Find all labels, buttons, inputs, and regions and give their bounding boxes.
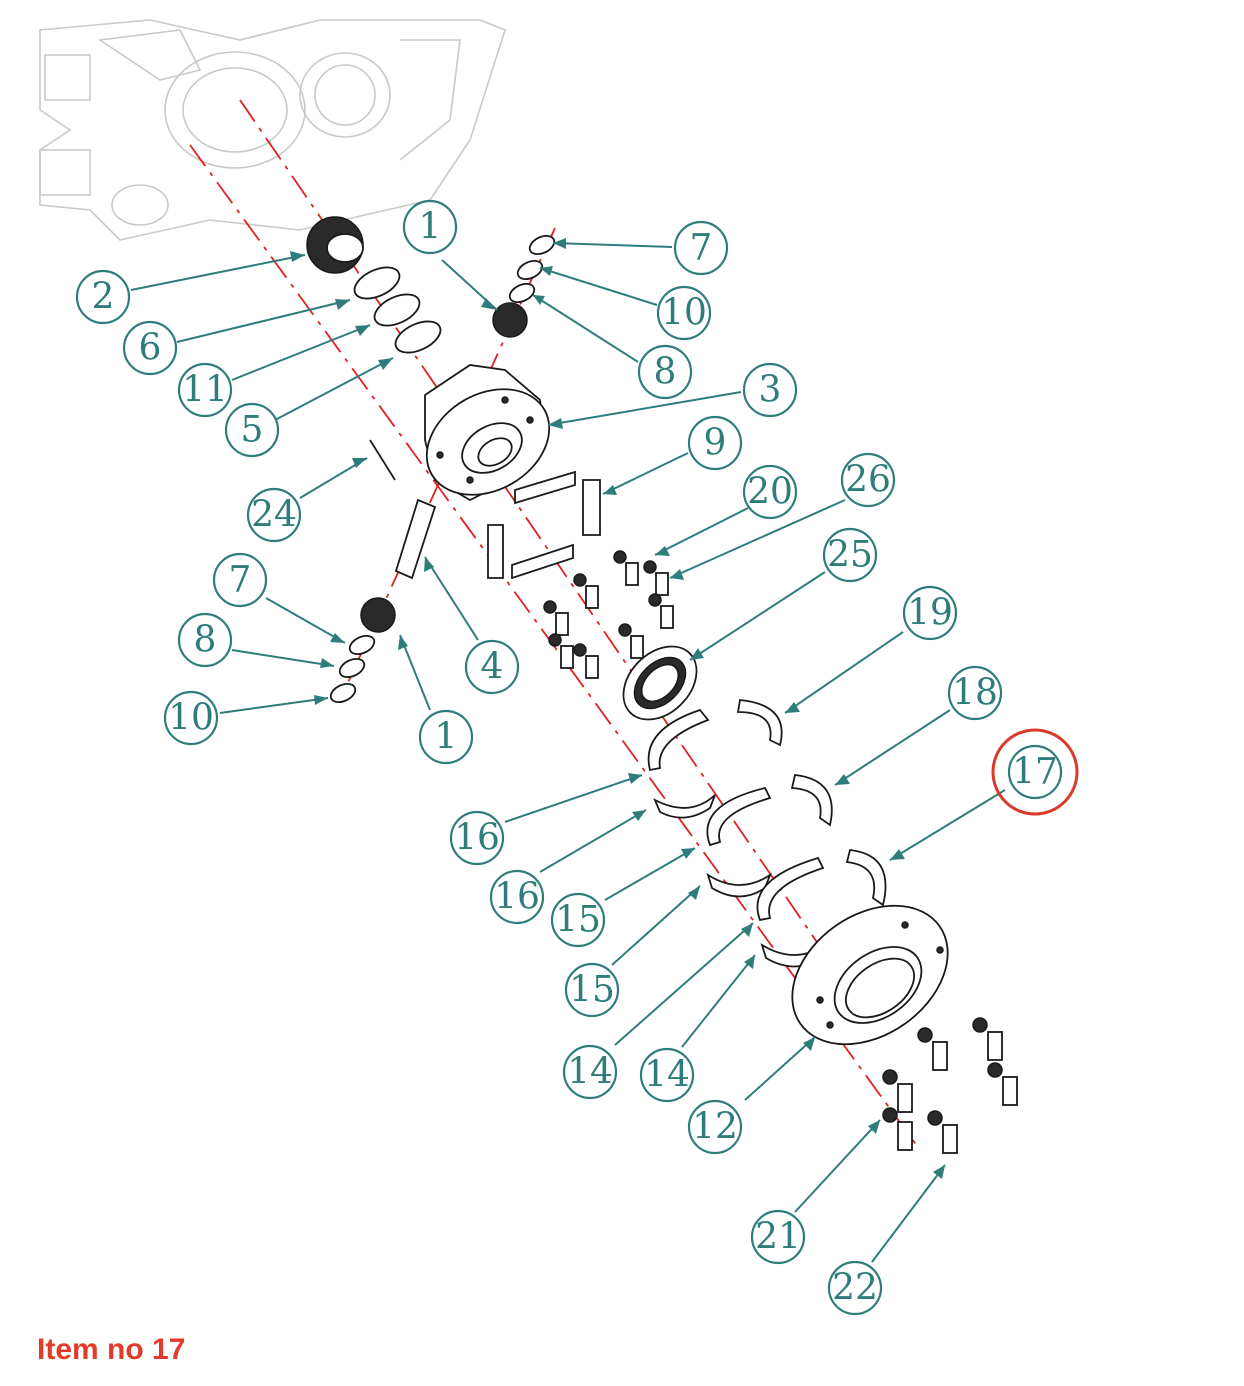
balloon-26: 26 [840,452,896,508]
split-rings [647,699,887,968]
balloon-24: 24 [246,487,302,543]
washer-item-6 [353,266,401,300]
svg-text:16: 16 [494,877,540,918]
svg-text:25: 25 [827,535,873,576]
balloon-7-lower: 7 [212,552,268,608]
svg-text:22: 22 [832,1268,878,1309]
washer-item-10-lower [329,683,357,703]
svg-text:2: 2 [92,277,115,318]
leader-arrowheads [290,238,945,1179]
balloon-15a: 15 [550,892,606,948]
balloon-6: 6 [122,320,178,376]
ring-item-19 [736,699,783,747]
balloon-1-lower: 1 [418,709,474,765]
svg-text:3: 3 [759,370,782,411]
svg-text:24: 24 [251,495,297,536]
bearing-item-25 [622,645,698,721]
balloon-11: 11 [177,362,233,418]
washer-item-11 [373,293,421,327]
svg-text:18: 18 [952,673,998,714]
balloon-5: 5 [224,402,280,458]
balloon-10-lower: 10 [163,690,219,746]
svg-text:14: 14 [567,1052,613,1093]
ring-item-15b [706,872,772,898]
svg-text:6: 6 [139,328,162,369]
parts [306,216,1018,1154]
washer-item-8-lower [338,658,366,678]
ring-item-16b [653,794,716,819]
balloon-9: 9 [687,415,743,471]
balloon-14b: 14 [639,1047,695,1103]
svg-text:8: 8 [654,352,677,393]
gear-item-2 [306,216,364,274]
balloon-3: 3 [742,362,798,418]
balloon-8-lower: 8 [177,612,233,668]
balloon-1-upper: 1 [402,199,458,255]
shaft-item-4 [394,498,437,580]
svg-text:10: 10 [168,698,214,739]
svg-text:26: 26 [845,460,891,501]
flange-item-12 [791,904,949,1046]
washer-item-8-upper [508,283,536,303]
balloon-10-upper: 10 [656,285,712,341]
svg-text:8: 8 [194,620,217,661]
svg-text:21: 21 [755,1217,801,1258]
svg-text:16: 16 [454,818,500,859]
gear-item-1-upper [492,302,528,338]
ghost-housing [39,19,506,241]
balloon-22: 22 [827,1260,883,1316]
svg-text:9: 9 [704,423,727,464]
ring-item-14a [756,856,825,922]
washer-item-5 [394,320,442,354]
highlight-circle-item-17 [991,728,1079,816]
leader-lines [130,242,1006,1263]
bolts-item-21-22 [882,1017,1018,1154]
balloon-18: 18 [947,665,1003,721]
svg-text:10: 10 [661,293,707,334]
balloon-16a: 16 [449,810,505,866]
svg-text:12: 12 [692,1107,738,1148]
svg-text:14: 14 [644,1055,690,1096]
pin-item-24 [369,439,396,481]
balloon-12: 12 [687,1099,743,1155]
gear-item-1-lower [360,597,396,633]
balloon-4: 4 [464,639,520,695]
balloon-21: 21 [750,1209,806,1265]
bolts-item-20-26 [543,550,674,679]
ring-item-18 [790,774,833,827]
balloon-7-upper: 7 [673,220,729,276]
item-caption: Item no 17 [37,1333,186,1366]
washer-item-10-upper [516,260,544,280]
balloon-14a: 14 [562,1044,618,1100]
svg-text:1: 1 [435,717,458,758]
svg-text:17: 17 [1012,752,1058,793]
svg-text:11: 11 [182,370,228,411]
ring-item-15a [706,786,772,847]
balloon-15b: 15 [564,962,620,1018]
washer-item-7-upper [528,235,556,255]
balloon-20: 20 [742,464,798,520]
svg-text:7: 7 [229,560,252,601]
svg-text:1: 1 [419,207,442,248]
diff-case-item-3 [424,364,551,502]
balloon-19: 19 [902,585,958,641]
balloon-labels: 1 2 3 4 5 6 7 7 8 8 9 10 10 11 1 12 14 1… [75,199,1063,1316]
balloon-25: 25 [822,527,878,583]
svg-text:20: 20 [747,472,793,513]
svg-text:19: 19 [907,593,953,634]
svg-text:15: 15 [569,970,615,1011]
svg-text:7: 7 [690,228,713,269]
balloon-16b: 16 [489,869,545,925]
plates-item-9 [487,470,601,580]
washer-item-7-lower [348,635,376,655]
ring-item-16a [647,708,710,772]
svg-text:5: 5 [241,410,264,451]
svg-text:4: 4 [481,647,504,688]
ring-item-17 [845,849,887,907]
balloon-17: 17 [1007,744,1063,800]
balloon-8-upper: 8 [637,344,693,400]
svg-text:15: 15 [555,900,601,941]
balloon-2: 2 [75,269,131,325]
